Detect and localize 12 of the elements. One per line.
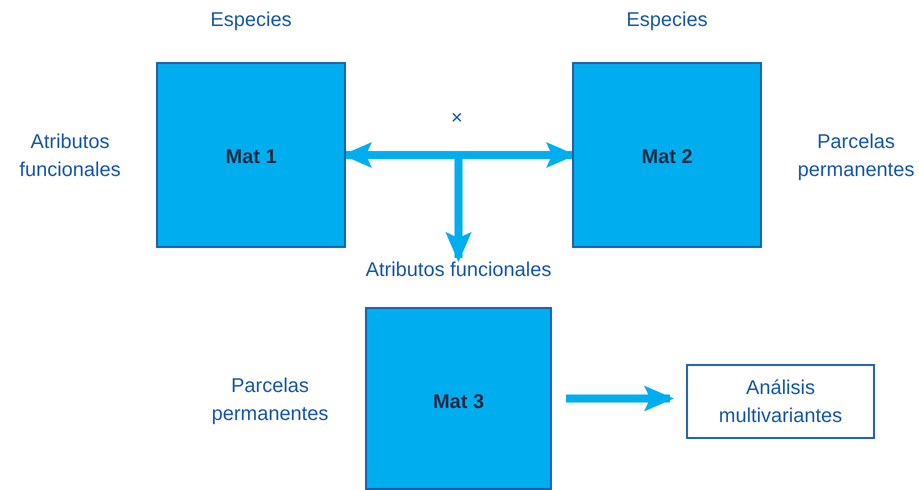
row-label: Atributos funcionales xyxy=(18,130,122,183)
column-heading: Especies xyxy=(626,8,708,32)
matrix-box: Mat 1 xyxy=(156,62,346,248)
multiplication-sign: × xyxy=(451,106,463,130)
column-heading: Atributos funcionales xyxy=(366,258,552,282)
column-heading: Especies xyxy=(210,8,292,32)
row-label: Parcelas permanentes xyxy=(210,374,330,427)
matrix-box: Mat 3 xyxy=(365,307,552,490)
matrix-box: Mat 2 xyxy=(572,62,762,248)
result-box: Análisis multivariantes xyxy=(686,364,875,439)
arrow xyxy=(566,386,674,412)
row-label: Parcelas permanentes xyxy=(796,130,916,183)
